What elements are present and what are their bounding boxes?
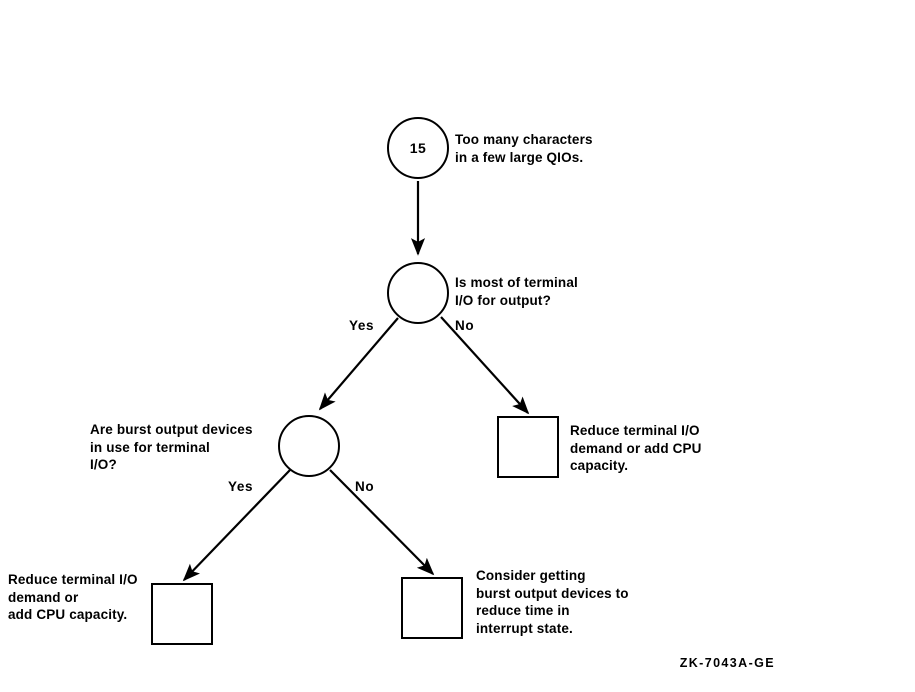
node-decision-terminal-io-output[interactable]: [387, 262, 449, 324]
caption-action-burst-output-devices: Consider getting burst output devices to…: [476, 568, 629, 636]
node-action-reduce-io-add-cpu-right[interactable]: [497, 416, 559, 478]
node-action-burst-output-devices[interactable]: [401, 577, 463, 639]
edge-decision2-no-to-action-bottom-right: [329, 469, 435, 576]
start-circle-label: 15: [409, 140, 427, 156]
node-start-circle[interactable]: 15: [387, 117, 449, 179]
node-action-reduce-io-add-cpu-bottom-left[interactable]: [151, 583, 213, 645]
caption-action-reduce-io-add-cpu-right: Reduce terminal I/O demand or add CPU ca…: [570, 423, 702, 473]
branch-label-decision2-no: No: [355, 479, 375, 494]
node-decision-burst-output-devices[interactable]: [278, 415, 340, 477]
caption-action-reduce-io-add-cpu-bottom-left: Reduce terminal I/O demand or add CPU ca…: [8, 572, 138, 622]
caption-decision-terminal-io-output: Is most of terminal I/O for output?: [455, 275, 578, 308]
caption-decision-burst-output-devices: Are burst output devices in use for term…: [90, 422, 253, 472]
caption-start-circle: Too many characters in a few large QIOs.: [455, 132, 593, 165]
branch-label-decision1-yes: Yes: [349, 318, 375, 333]
figure-id-label: ZK-7043A-GE: [679, 656, 775, 670]
branch-label-decision2-yes: Yes: [228, 479, 254, 494]
branch-label-decision1-no: No: [455, 318, 475, 333]
